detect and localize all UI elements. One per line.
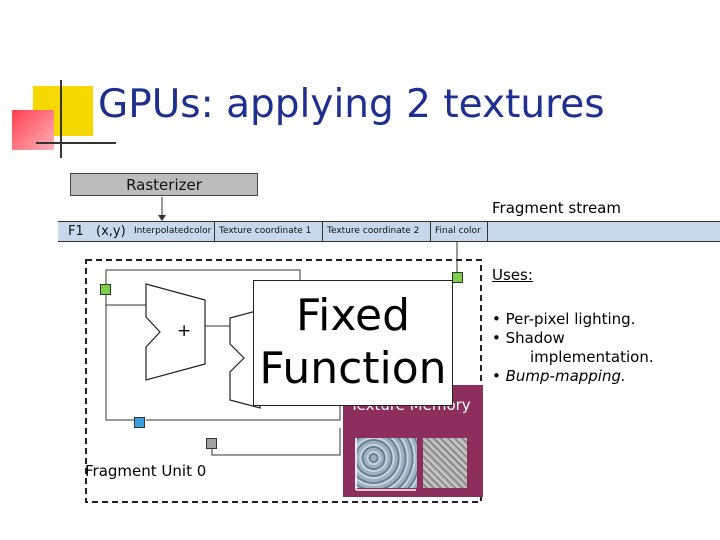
rasterizer-box: Rasterizer: [70, 173, 258, 196]
fixed-function-line2: Function: [259, 343, 447, 394]
slide-title: GPUs: applying 2 textures: [98, 82, 605, 127]
uses-list: • Per-pixel lighting. • Shadow implement…: [492, 310, 712, 386]
texture-axes-icon: [355, 438, 416, 491]
port-blue: [134, 417, 145, 428]
uses-item-shadow: • Shadow: [492, 329, 565, 347]
port-green-left: [100, 284, 111, 295]
fragment-unit-label: Fragment Unit 0: [85, 462, 207, 480]
stream-field-divider: [487, 222, 496, 241]
stream-field-f1: F1: [68, 224, 84, 239]
stream-field-final-color: Final color: [430, 222, 487, 241]
port-gray: [206, 438, 217, 449]
uses-item-implementation: implementation.: [530, 348, 654, 366]
port-green-right: [452, 272, 463, 283]
uses-heading: Uses:: [492, 266, 533, 284]
fragment-stream-label: Fragment stream: [492, 199, 621, 217]
adder-symbol: +: [177, 321, 192, 341]
stream-field-interpolated-color: Interpolatedcolor: [134, 226, 212, 236]
uses-item-per-pixel-lighting: • Per-pixel lighting.: [492, 310, 636, 328]
texture-image-bump: [423, 438, 467, 488]
fragment-stream-bar: F1 (x,y) Interpolatedcolor Texture coord…: [58, 221, 720, 242]
stream-field-texture-coordinate-2: Texture coordinate 2: [322, 222, 430, 241]
stream-field-texture-coordinate-1: Texture coordinate 1: [214, 222, 322, 241]
stream-field-xy: (x,y): [96, 224, 126, 239]
fixed-function-line1: Fixed: [295, 290, 411, 341]
texture-image-stones: [355, 438, 417, 488]
corner-logo-icon: [0, 80, 120, 160]
fixed-function-box: Fixed Function: [253, 280, 453, 406]
uses-item-bump-mapping: • Bump-mapping.: [492, 367, 626, 385]
